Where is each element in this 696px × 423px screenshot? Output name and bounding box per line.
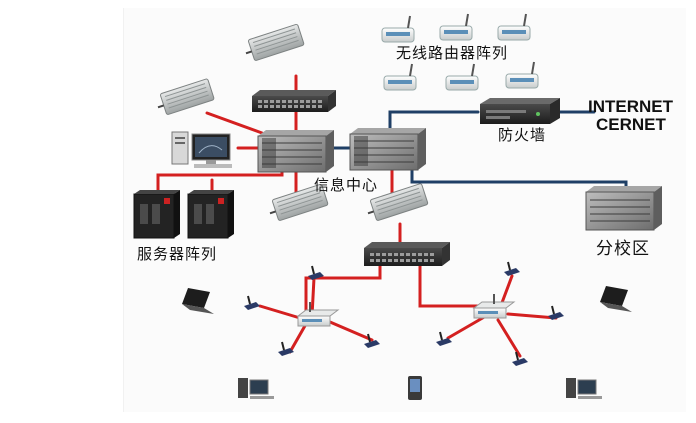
core-switch-icon — [585, 186, 662, 231]
link-core-firewall — [388, 110, 480, 132]
wireless-router-icon — [381, 15, 415, 43]
internet-label: INTERNET — [588, 97, 673, 116]
core-switch-icon — [349, 128, 426, 171]
left-margin — [0, 0, 123, 423]
link-switch-left-router — [304, 262, 382, 316]
firewall-icon — [480, 98, 560, 124]
wireless-router-icon — [497, 13, 531, 41]
desktop-pc-icon — [566, 378, 602, 399]
wireless-router-icon — [439, 13, 473, 41]
link-lr-2 — [258, 304, 302, 320]
outdoor-ap-icon — [367, 183, 429, 221]
wireless-router-array-label: 无线路由器阵列 — [396, 44, 509, 62]
server-rack-icon — [133, 190, 180, 239]
server-rack-icon — [187, 190, 234, 239]
info-center-label: 信息中心 — [314, 176, 379, 194]
wireless-client-icon — [548, 305, 564, 320]
wireless-router-icon — [383, 63, 417, 91]
outdoor-ap-icon — [269, 183, 329, 221]
laptop-icon — [600, 286, 632, 312]
wireless-client-icon — [244, 295, 260, 310]
wireless-client-icon — [436, 331, 452, 346]
wireless-client-icon — [278, 341, 294, 356]
access-point-icon — [472, 294, 516, 319]
link-rr-3 — [446, 314, 488, 340]
outdoor-ap-icon — [245, 23, 305, 61]
wireless-client-icon — [308, 265, 324, 280]
laptop-icon — [182, 288, 214, 314]
link-ap-left-core — [205, 111, 264, 135]
wireless-router-icon — [505, 61, 539, 89]
pda-icon — [408, 376, 422, 400]
wireless-client-icon — [512, 351, 528, 366]
firewall-label: 防火墙 — [498, 126, 547, 144]
workstation-icon — [171, 131, 232, 168]
wireless-client-icon — [364, 333, 380, 348]
link-lr-4 — [328, 320, 374, 342]
outdoor-ap-icon — [157, 78, 215, 115]
switch-icon — [364, 242, 450, 266]
access-point-icon — [296, 302, 340, 327]
link-rr-2 — [506, 312, 558, 320]
wireless-router-icon — [445, 63, 479, 91]
desktop-pc-icon — [238, 378, 274, 399]
link-rr-4 — [496, 318, 522, 358]
switch-icon — [252, 90, 336, 112]
wireless-client-icon — [504, 261, 520, 276]
wireless-router-array — [381, 13, 539, 91]
server-array-label: 服务器阵列 — [137, 245, 218, 263]
link-lr-3 — [288, 322, 308, 354]
core-switch-icon — [257, 130, 334, 173]
cernet-label: CERNET — [596, 115, 666, 134]
branch-campus-label: 分校区 — [596, 239, 650, 259]
link-switch-right-router — [418, 262, 492, 308]
